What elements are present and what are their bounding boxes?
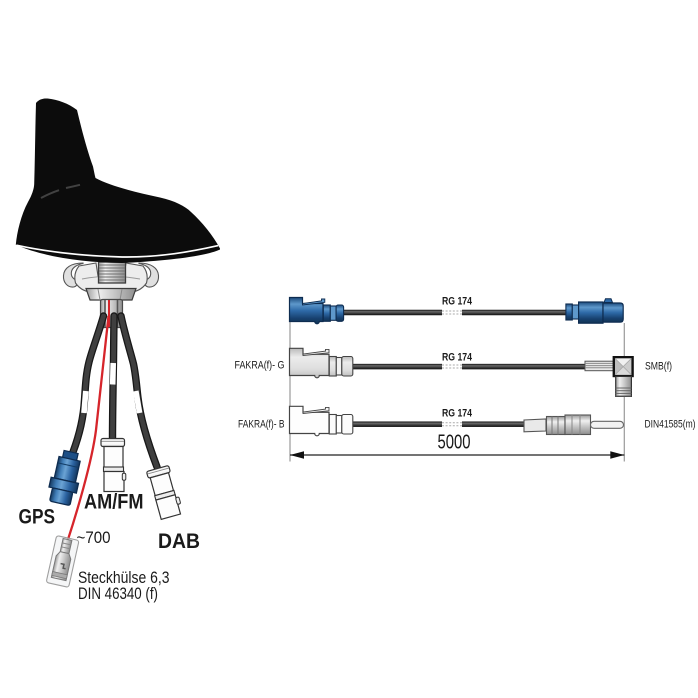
- svg-text:FAKRA(f)- B: FAKRA(f)- B: [238, 419, 285, 431]
- svg-text:DIN41585(m): DIN41585(m): [645, 419, 696, 431]
- svg-text:RG 174: RG 174: [442, 352, 473, 364]
- svg-text:FAKRA(f)- G: FAKRA(f)- G: [235, 359, 285, 371]
- svg-text:DIN 46340 (f): DIN 46340 (f): [78, 584, 158, 603]
- svg-text:SMB(f): SMB(f): [645, 361, 672, 373]
- svg-text:RG 174: RG 174: [442, 296, 473, 308]
- svg-text:GPS: GPS: [19, 506, 56, 529]
- svg-text:~700: ~700: [77, 528, 111, 547]
- svg-text:Steckhülse 6,3: Steckhülse 6,3: [78, 568, 170, 587]
- svg-text:DAB: DAB: [158, 530, 200, 553]
- svg-text:AM/FM: AM/FM: [84, 491, 144, 514]
- svg-text:RG 174: RG 174: [442, 408, 473, 420]
- svg-text:5000: 5000: [438, 432, 471, 454]
